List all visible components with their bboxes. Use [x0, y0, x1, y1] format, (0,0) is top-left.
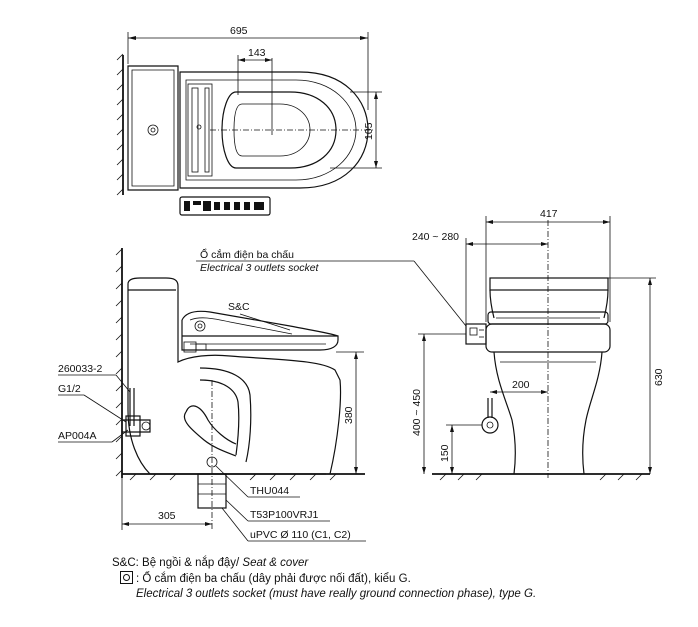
- dim-305: 305: [121, 478, 212, 530]
- dim-380-text: 380: [343, 406, 355, 424]
- dim-143-text: 143: [248, 47, 266, 59]
- dim-200: 200: [490, 379, 548, 394]
- dim-200-text: 200: [512, 379, 530, 391]
- legend-socket-en-row: Electrical 3 outlets socket (must have r…: [112, 587, 692, 602]
- dim-695: 695: [127, 25, 369, 110]
- legend: S&C: Bệ ngồi & nắp đậy/ Seat & cover : Ổ…: [112, 556, 692, 602]
- dim-630-text: 630: [653, 368, 665, 386]
- label-socket-vi: Ổ cắm điện ba chấu: [200, 248, 294, 261]
- dim-400-450: 400 ~ 450: [411, 333, 466, 474]
- dim-150-text: 150: [439, 444, 451, 462]
- dim-417: 417: [485, 208, 611, 322]
- dim-630: 630: [608, 277, 665, 474]
- dim-240-280: 240 ~ 280: [412, 231, 548, 324]
- dim-400-450-text: 400 ~ 450: [411, 389, 423, 436]
- label-socket-en: Electrical 3 outlets socket: [200, 262, 320, 274]
- label-upvc: uPVC Ø 110 (C1, C2): [250, 529, 351, 541]
- dim-105-text: 105: [363, 122, 375, 140]
- side-view: 380 305 S&C 260033-2 G1/2 AP004A THU044 …: [58, 248, 467, 542]
- legend-sc-en: Seat & cover: [242, 557, 309, 569]
- dim-380: 380: [336, 351, 364, 474]
- legend-sc: S&C: Bệ ngồi & nắp đậy/ Seat & cover: [112, 556, 692, 571]
- dim-417-text: 417: [540, 208, 558, 220]
- legend-socket-vi: : Ổ cắm điện ba chấu (dây phải được nối …: [136, 573, 411, 585]
- legend-socket: : Ổ cắm điện ba chấu (dây phải được nối …: [112, 571, 692, 587]
- label-260033: 260033-2: [58, 363, 103, 375]
- dim-240-280-text: 240 ~ 280: [412, 231, 459, 243]
- label-ap004a: AP004A: [58, 430, 97, 442]
- dim-695-text: 695: [230, 25, 248, 37]
- dim-150: 150: [439, 424, 482, 474]
- label-g12: G1/2: [58, 383, 81, 395]
- label-sc: S&C: [228, 301, 250, 313]
- socket-icon: [120, 571, 133, 584]
- top-view: 695 143 105: [116, 25, 382, 216]
- dim-305-text: 305: [158, 510, 176, 522]
- legend-socket-en: Electrical 3 outlets socket (must have r…: [136, 588, 537, 600]
- legend-sc-vi: S&C: Bệ ngồi & nắp đậy/: [112, 557, 240, 569]
- label-t53: T53P100VRJ1: [250, 509, 318, 521]
- dim-143: 143: [237, 47, 272, 95]
- dim-105: 105: [330, 91, 382, 169]
- front-view: 417 240 ~ 280 630 200: [411, 208, 665, 481]
- label-thu044: THU044: [250, 485, 289, 497]
